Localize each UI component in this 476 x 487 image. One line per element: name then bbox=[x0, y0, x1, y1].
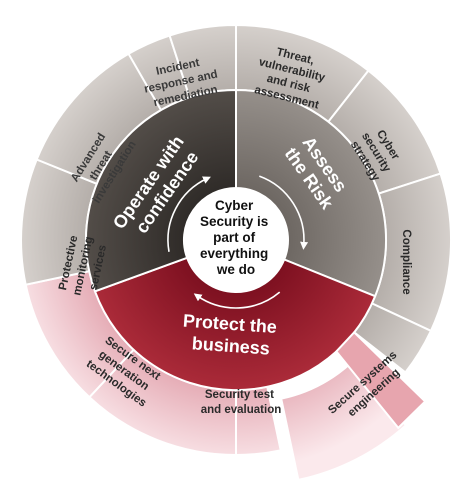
center-circle bbox=[184, 188, 288, 292]
service-security-test-label: Security test and evaluation bbox=[201, 389, 282, 416]
cycle-arrow-2 bbox=[193, 291, 281, 309]
pillar-ring bbox=[84, 88, 427, 430]
service-compliance-label: Compliance bbox=[400, 229, 412, 294]
cycle-arrows bbox=[167, 175, 309, 309]
cycle-arrow-1 bbox=[259, 175, 309, 250]
protect-arm bbox=[335, 330, 427, 430]
center-label: Cyber Security is part of everything we … bbox=[200, 198, 272, 277]
cycle-arrow-3 bbox=[167, 176, 211, 252]
